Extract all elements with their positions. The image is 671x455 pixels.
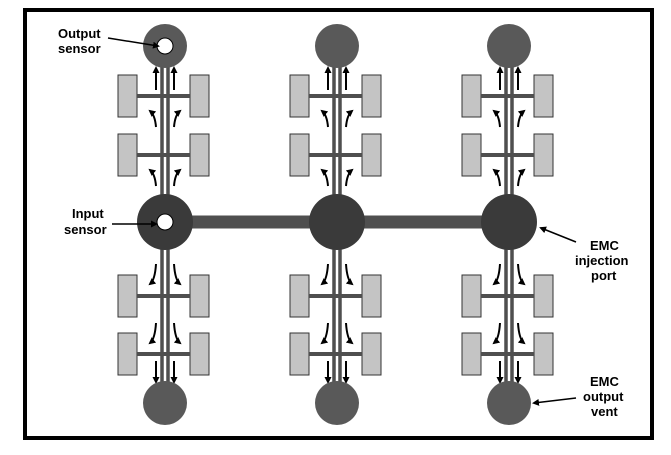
- column-3-up-arrow-curve-right-2: [517, 168, 526, 187]
- column-2-bottom-outlet-node: [315, 381, 359, 425]
- input-sensor-label-line2: sensor: [64, 222, 107, 237]
- column-1-up-arrow-curve-left-2: [148, 168, 157, 187]
- column-1-electrode-pair-2-right-electrode: [189, 133, 210, 177]
- column-1-down-arrow-curve-left-1: [148, 263, 157, 286]
- column-3-electrode-pair-3-left-electrode: [461, 274, 482, 318]
- column-2-electrode-pair-3-left-electrode: [289, 274, 310, 318]
- column-2-electrode-pair-1-left-electrode: [289, 74, 310, 118]
- outer-frame: [23, 8, 654, 440]
- column-2-down-arrow-curve-left-1: [320, 263, 329, 286]
- output-sensor-label-line2: sensor: [58, 41, 101, 56]
- output-sensor-pointer: [107, 37, 160, 49]
- output-sensor-label-line1: Output: [58, 26, 101, 41]
- column-3-electrode-pair-4-left-electrode: [461, 332, 482, 376]
- emc-output-label-line3: vent: [591, 404, 618, 419]
- column-2-center-junction-node: [309, 194, 365, 250]
- column-2-up-arrow-curve-right-1: [345, 109, 354, 128]
- column-1-electrode-pair-4-right-electrode: [189, 332, 210, 376]
- column-2-electrode-pair-2-right-electrode: [361, 133, 382, 177]
- column-1-down-arrow-curve-right-1: [173, 263, 182, 286]
- column-1-bottom-outlet-node: [143, 381, 187, 425]
- column-3-down-arrow-curve-right-1: [517, 263, 526, 286]
- emc-output-pointer: [532, 397, 577, 406]
- emc-output-label-line1: EMC: [590, 374, 620, 389]
- column-1-electrode-pair-1-left-electrode: [117, 74, 138, 118]
- column-3-top-outlet-node: [487, 24, 531, 68]
- column-1-up-arrow-curve-right-1: [173, 109, 182, 128]
- column-2-up-arrow-curve-left-1: [320, 109, 329, 128]
- column-3-electrode-pair-1-right-electrode: [533, 74, 554, 118]
- column-3-down-arrow-curve-right-2: [517, 322, 526, 345]
- column-2-electrode-pair-4-left-electrode: [289, 332, 310, 376]
- column-2-top-outlet-node: [315, 24, 359, 68]
- input-sensor-label-line1: Input: [72, 206, 104, 221]
- column-3-bottom-outlet-node: [487, 381, 531, 425]
- column-3-electrode-pair-2-right-electrode: [533, 133, 554, 177]
- column-3-up-arrow-curve-left-1: [492, 109, 501, 128]
- output-sensor-hole: [156, 37, 174, 55]
- emc-injection-pointer: [539, 226, 577, 243]
- emc-injection-label-line2: injection: [575, 253, 629, 268]
- column-1-electrode-pair-3-right-electrode: [189, 274, 210, 318]
- emc-injection-label-line3: port: [591, 268, 617, 283]
- emc-injection-port-label: EMC injection port: [575, 238, 629, 283]
- emc-injection-label-line1: EMC: [590, 238, 620, 253]
- column-2-electrode-pair-3-right-electrode: [361, 274, 382, 318]
- column-3-up-arrow-curve-right-1: [517, 109, 526, 128]
- column-3-electrode-pair-1-left-electrode: [461, 74, 482, 118]
- column-3-electrode-pair-4-right-electrode: [533, 332, 554, 376]
- column-2-down-arrow-curve-right-1: [345, 263, 354, 286]
- column-2-up-arrow-curve-left-2: [320, 168, 329, 187]
- column-2-electrode-pair-4-right-electrode: [361, 332, 382, 376]
- emc-output-vent-label: EMC output vent: [583, 374, 624, 419]
- column-3-electrode-pair-2-left-electrode: [461, 133, 482, 177]
- column-2-down-arrow-curve-left-2: [320, 322, 329, 345]
- column-3-center-junction-node: [481, 194, 537, 250]
- output-sensor-label: Output sensor: [58, 26, 101, 56]
- column-1-electrode-pair-4-left-electrode: [117, 332, 138, 376]
- column-3-up-arrow-curve-left-2: [492, 168, 501, 187]
- column-3-down-arrow-curve-left-1: [492, 263, 501, 286]
- column-1-down-arrow-curve-right-2: [173, 322, 182, 345]
- column-2-down-arrow-curve-right-2: [345, 322, 354, 345]
- column-1-up-arrow-curve-right-2: [173, 168, 182, 187]
- column-2-electrode-pair-2-left-electrode: [289, 133, 310, 177]
- column-1-electrode-pair-3-left-electrode: [117, 274, 138, 318]
- column-3-down-arrow-curve-left-2: [492, 322, 501, 345]
- input-sensor-label: Input sensor: [64, 206, 107, 237]
- input-sensor-hole: [156, 213, 174, 231]
- column-1-down-arrow-curve-left-2: [148, 322, 157, 345]
- column-3-electrode-pair-3-right-electrode: [533, 274, 554, 318]
- column-1-up-arrow-curve-left-1: [148, 109, 157, 128]
- column-2-electrode-pair-1-right-electrode: [361, 74, 382, 118]
- column-2-up-arrow-curve-right-2: [345, 168, 354, 187]
- channel-network: [117, 24, 554, 425]
- emc-output-label-line2: output: [583, 389, 624, 404]
- column-1-electrode-pair-2-left-electrode: [117, 133, 138, 177]
- column-1-electrode-pair-1-right-electrode: [189, 74, 210, 118]
